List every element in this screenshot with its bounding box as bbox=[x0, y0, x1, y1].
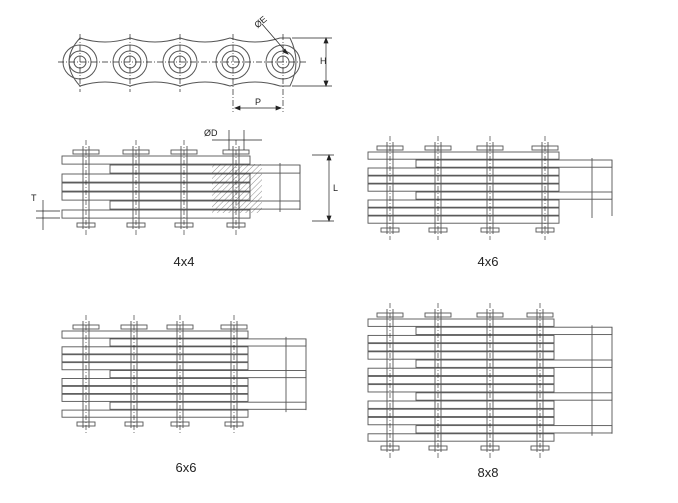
caption-4x4: 4x4 bbox=[173, 254, 195, 269]
outer-plate bbox=[367, 400, 555, 409]
outer-plate bbox=[367, 199, 560, 208]
outer-plate bbox=[367, 334, 555, 344]
link-plate-outline bbox=[68, 37, 297, 87]
pin-diameter-label: ØD bbox=[204, 128, 218, 138]
outer-plate bbox=[367, 416, 555, 426]
inner-plate bbox=[415, 425, 613, 434]
inner-plate bbox=[367, 375, 555, 385]
outer-plate bbox=[61, 362, 249, 371]
outer-plate bbox=[61, 330, 249, 339]
outer-plate bbox=[61, 378, 249, 387]
outer-plate bbox=[367, 167, 560, 176]
outer-plate bbox=[367, 384, 555, 393]
inner-plate bbox=[109, 200, 301, 210]
centerlines bbox=[58, 34, 306, 112]
inner-plate bbox=[61, 354, 249, 363]
inner-plate bbox=[61, 385, 249, 394]
height-dimension bbox=[292, 37, 332, 87]
outer-plate bbox=[367, 351, 555, 360]
inner-plate bbox=[367, 408, 555, 418]
inner-plate bbox=[367, 207, 560, 216]
pin-hole-leader bbox=[261, 23, 289, 55]
assembly-6x6 bbox=[61, 315, 307, 434]
outer-plate bbox=[61, 209, 251, 219]
pitch-label: P bbox=[255, 97, 262, 107]
plate-thickness-label: T bbox=[31, 193, 37, 203]
pitch-dimension bbox=[234, 105, 282, 111]
height-label: H bbox=[320, 56, 327, 66]
assembly-8x8 bbox=[367, 303, 613, 458]
caption-6x6: 6x6 bbox=[175, 460, 197, 475]
inner-plate bbox=[109, 338, 307, 347]
outer-plate bbox=[367, 215, 560, 224]
assembly-views bbox=[61, 136, 613, 458]
assembly-4x4 bbox=[61, 140, 301, 235]
section-hatch bbox=[212, 164, 262, 213]
assembly-4x6 bbox=[367, 136, 613, 240]
outer-plate bbox=[61, 155, 251, 165]
length-label: L bbox=[333, 183, 339, 193]
inner-plate bbox=[415, 359, 613, 368]
outer-plate bbox=[61, 393, 249, 402]
outer-plate bbox=[61, 346, 249, 355]
outer-plate bbox=[367, 318, 555, 327]
caption-4x6: 4x6 bbox=[477, 254, 499, 269]
chain-side-view bbox=[58, 23, 332, 112]
outer-plate bbox=[61, 409, 249, 418]
inner-plate bbox=[109, 401, 307, 410]
outer-plate bbox=[367, 183, 560, 192]
inner-plate bbox=[367, 175, 560, 184]
caption-8x8: 8x8 bbox=[477, 465, 499, 480]
inner-plate bbox=[109, 164, 301, 174]
outer-plate bbox=[367, 367, 555, 377]
outer-plate bbox=[367, 151, 560, 160]
inner-plate bbox=[367, 343, 555, 352]
assembly-4x4-dimensions bbox=[36, 130, 334, 230]
inner-plate bbox=[415, 191, 613, 200]
inner-plate bbox=[109, 370, 307, 379]
inner-plate bbox=[415, 326, 613, 336]
inner-plate bbox=[415, 159, 613, 168]
inner-plate bbox=[415, 392, 613, 401]
outer-plate bbox=[367, 433, 555, 442]
